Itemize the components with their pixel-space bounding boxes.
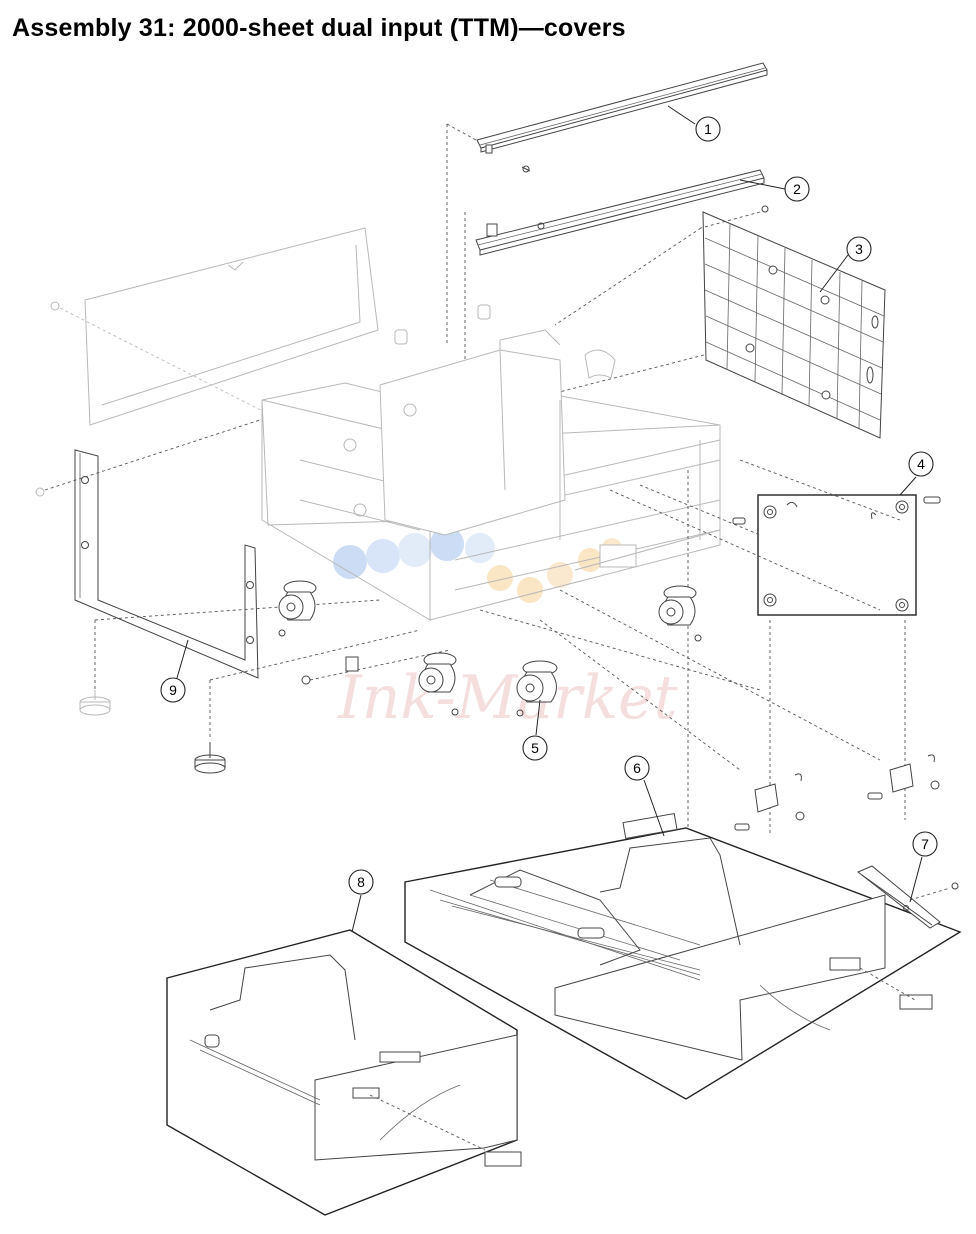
part-5-casters xyxy=(278,580,702,717)
callout-9: 9 xyxy=(160,639,189,703)
svg-text:4: 4 xyxy=(917,456,925,472)
part-8-tray-module xyxy=(166,929,522,1216)
caster-front-middle xyxy=(516,660,558,703)
part-6-tray-module xyxy=(404,813,962,1100)
part-1-top-cover-rail xyxy=(446,62,768,345)
part-9-bracket xyxy=(35,419,261,679)
caster-rear-left xyxy=(278,580,317,621)
page-title: Assembly 31: 2000-sheet dual input (TTM)… xyxy=(12,14,626,42)
part-2-front-rail xyxy=(464,169,769,360)
callout-5: 5 xyxy=(522,699,548,761)
svg-text:5: 5 xyxy=(531,740,539,756)
callout-3: 3 xyxy=(819,236,872,293)
svg-text:2: 2 xyxy=(793,181,801,197)
callout-7: 7 xyxy=(909,831,938,903)
caster-front-left xyxy=(418,652,457,693)
svg-text:1: 1 xyxy=(704,121,712,137)
callout-1: 1 xyxy=(667,105,721,142)
watermark: Ink-Market xyxy=(333,527,679,733)
caster-right xyxy=(658,585,697,626)
thumbscrews xyxy=(79,690,226,774)
callout-4: 4 xyxy=(899,451,934,496)
callouts: 1 2 3 4 5 6 7 xyxy=(160,105,938,933)
svg-text:6: 6 xyxy=(633,760,641,776)
svg-text:8: 8 xyxy=(357,874,365,890)
svg-text:3: 3 xyxy=(855,241,863,257)
callout-2: 2 xyxy=(739,176,810,202)
part-7-bracket xyxy=(857,865,959,929)
main-frame xyxy=(261,304,721,621)
callout-8: 8 xyxy=(348,869,374,933)
callout-6: 6 xyxy=(624,755,665,837)
part-4-roller-plate xyxy=(732,494,941,616)
assembly-guide-lines xyxy=(94,459,906,835)
svg-text:9: 9 xyxy=(169,682,177,698)
mounting-brackets xyxy=(734,754,940,831)
rear-panel xyxy=(50,227,379,431)
svg-text:7: 7 xyxy=(921,836,929,852)
part-3-side-cover-panel xyxy=(519,211,886,439)
watermark-text: Ink-Market xyxy=(337,663,679,733)
